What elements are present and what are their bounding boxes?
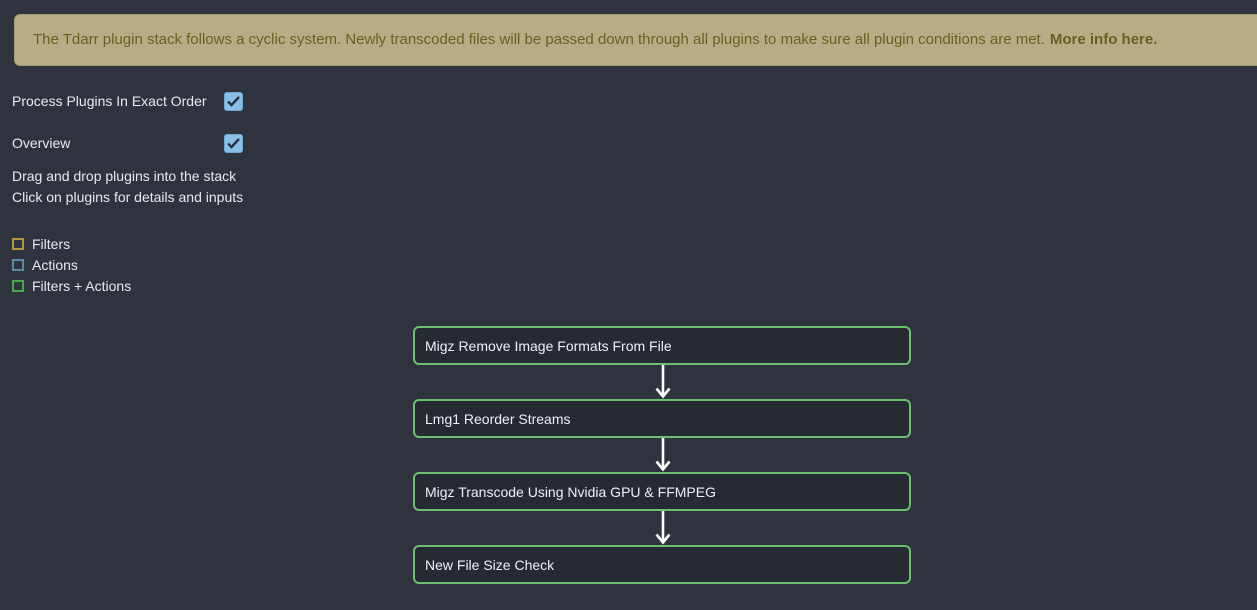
process-order-row: Process Plugins In Exact Order — [12, 91, 243, 111]
instructions: Drag and drop plugins into the stack Cli… — [12, 166, 243, 208]
overview-label: Overview — [12, 135, 71, 151]
process-order-checkbox[interactable] — [224, 91, 243, 111]
filters-swatch — [12, 237, 24, 250]
filters-label: Filters — [32, 235, 71, 252]
overview-checkbox[interactable] — [224, 133, 243, 153]
plugin-type-legend: Filters Actions Filters + Actions — [12, 233, 131, 296]
plugin-node-lmg1-reorder-streams[interactable]: Lmg1 Reorder Streams — [413, 399, 911, 438]
plugin-node-label: Lmg1 Reorder Streams — [425, 410, 571, 427]
plugin-node-label: Migz Remove Image Formats From File — [425, 337, 672, 354]
instruction-line-2: Click on plugins for details and inputs — [12, 189, 244, 205]
plugin-node-label: Migz Transcode Using Nvidia GPU & FFMPEG — [425, 483, 716, 500]
flow-arrow-icon — [655, 365, 671, 399]
plugin-node-label: New File Size Check — [425, 556, 555, 573]
legend-row-filters-actions: Filters + Actions — [12, 275, 131, 296]
banner-text: The Tdarr plugin stack follows a cyclic … — [33, 31, 1045, 49]
checkmark-icon — [227, 137, 240, 149]
legend-row-filters: Filters — [12, 233, 131, 254]
plugin-node-new-file-size-check[interactable]: New File Size Check — [413, 545, 911, 584]
actions-label: Actions — [32, 256, 78, 273]
more-info-link[interactable]: More info here. — [1049, 31, 1158, 49]
plugin-stack-info-banner: The Tdarr plugin stack follows a cyclic … — [14, 14, 1257, 66]
legend-row-actions: Actions — [12, 254, 131, 275]
plugin-node-migz-remove-image-formats[interactable]: Migz Remove Image Formats From File — [413, 326, 911, 365]
actions-swatch — [12, 258, 24, 271]
flow-arrow-icon — [655, 511, 671, 545]
flow-arrow-icon — [655, 438, 671, 472]
instruction-line-1: Drag and drop plugins into the stack — [12, 168, 237, 184]
process-order-label: Process Plugins In Exact Order — [12, 93, 207, 109]
filters-actions-label: Filters + Actions — [32, 277, 132, 294]
filters-actions-swatch — [12, 279, 24, 292]
plugin-node-migz-transcode-nvidia[interactable]: Migz Transcode Using Nvidia GPU & FFMPEG — [413, 472, 911, 511]
checkmark-icon — [227, 95, 240, 107]
overview-row: Overview — [12, 133, 243, 153]
